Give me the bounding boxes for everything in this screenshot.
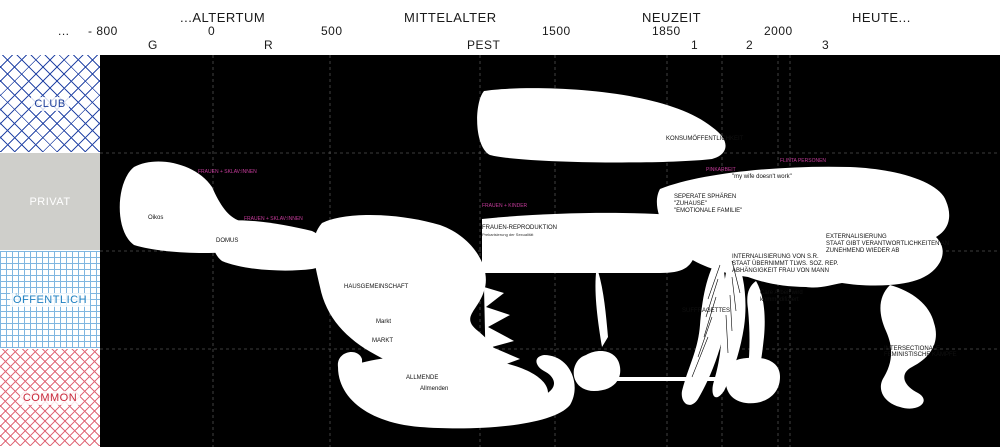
lane-label: ÖFFENTLICH: [9, 292, 91, 307]
label-intersectional: INTERSECTIONALE: [884, 346, 941, 352]
year-label: - 800: [88, 24, 118, 38]
year-label: 0: [208, 24, 216, 38]
period-marker: PEST: [467, 38, 501, 52]
label-frauen-kinder: FRAUEN + KINDER: [482, 203, 528, 209]
stem-left: [595, 271, 608, 347]
era-label: NEUZEIT: [642, 10, 702, 25]
period-marker: R: [264, 38, 274, 52]
sphere-diagram-canvas: KONSUMÖFFENTLICHKEIT FRAUEN + SKLAV:INNE…: [100, 55, 1000, 447]
year-label: 1500: [542, 24, 571, 38]
lane-label: COMMON: [19, 390, 81, 405]
lane-label: CLUB: [31, 96, 69, 111]
lane-privat: PRIVAT: [0, 153, 100, 251]
era-label: ...ALTERTUM: [180, 10, 266, 25]
connector-rod: [612, 377, 730, 381]
bubble-left: [573, 351, 621, 391]
label-hausgemeinschaft: HAUSGEMEINSCHAFT: [344, 284, 409, 290]
label-allmende: ALLMENDE: [406, 375, 439, 381]
lane-label: PRIVAT: [29, 195, 71, 208]
label-markt-small: Markt: [376, 319, 391, 325]
label-emotionale-familie: "EMOTIONALE FAMILIE": [674, 208, 743, 214]
label-staat-uebernimmt: STAAT ÜBERNIMMT TLWS. SOZ. REP.: [732, 261, 839, 267]
diagram-shapes: [100, 55, 1000, 447]
year-label: 500: [321, 24, 343, 38]
allmende-shape: [346, 355, 548, 416]
period-marker: 1: [691, 38, 699, 52]
feather-veins: [691, 260, 741, 378]
feather-right: [712, 249, 746, 398]
label-pinkarbeit: PINKARBEIT: [706, 167, 736, 173]
label-domus: DOMUS: [216, 238, 239, 244]
intersectional-shape: [880, 285, 936, 409]
label-staat-gibt: STAAT GIBT VERANTWORTLICHKEITEN AN: [826, 241, 950, 247]
label-wife-quote: "my wife doesn't work": [732, 174, 792, 180]
year-label: 1850: [652, 24, 681, 38]
label-seperate-spheres: SEPERATE SPHÄREN: [674, 194, 737, 200]
label-frauen-sklavinnen: FRAUEN + SKLAV:INNEN: [244, 216, 303, 222]
reproduktion-band: [482, 212, 697, 273]
sphere-legend: CLUB PRIVAT ÖFFENTLICH COMMON: [0, 55, 100, 447]
lane-common: COMMON: [0, 349, 100, 447]
era-label: MITTELALTER: [404, 10, 497, 25]
label-externalisierung: EXTERNALISIERUNG: [826, 234, 887, 240]
domus-shape: [214, 227, 334, 271]
era-label: HEUTE...: [852, 10, 911, 25]
label-internalisierung: INTERNALISIERUNG VON S.R.: [732, 254, 819, 260]
label-frauen-sklavinnen: FRAUEN + SKLAV:INNEN: [198, 169, 257, 175]
period-marker: 3: [822, 38, 830, 52]
year-label: 2000: [764, 24, 793, 38]
label-feministische-kaempfe: FEMINISTISCHE KÄMPFE: [884, 352, 957, 358]
konsum-shape: [477, 88, 726, 163]
bubble-right: [725, 357, 780, 404]
sphere-shapes: [119, 88, 950, 429]
period-marker: 2: [746, 38, 754, 52]
label-oikos: Oikos: [148, 215, 164, 221]
label-reproduktion-sub: Prekarisierung der Sexualität: [482, 232, 534, 237]
label-abhaengigkeit: ABHÄNGIGKEIT FRAU VON MANN: [732, 268, 829, 274]
label-allmenden: Allmenden: [420, 386, 449, 392]
label-konsum: KONSUMÖFFENTLICHKEIT: [666, 136, 744, 142]
label-suffragettes: SUFFRAGETTES: [682, 308, 731, 314]
timeline-header: ... - 800 0 500 1500 1850 2000 ...ALTERT…: [0, 0, 1000, 56]
year-label: ...: [58, 24, 70, 38]
suffragettes-feather: [681, 253, 727, 405]
lane-oeffentlich: ÖFFENTLICH: [0, 251, 100, 349]
label-markt: MARKT: [372, 338, 393, 344]
label-reproduktion: FRAUEN-REPRODUKTION: [482, 225, 558, 231]
label-kommodifiziert: kommodifiziert: [760, 297, 799, 303]
label-zuhause: "ZUHAUSE": [674, 201, 707, 207]
label-care-arbeit: Care Arbeit wird: [760, 290, 803, 296]
period-marker: G: [148, 38, 158, 52]
hausgemeinschaft-shape: [313, 214, 499, 381]
lane-club: CLUB: [0, 55, 100, 153]
label-flinta: FLINTA PERSONEN: [780, 158, 827, 164]
label-zunehmend: ZUNEHMEND WIEDER AB: [826, 248, 900, 254]
